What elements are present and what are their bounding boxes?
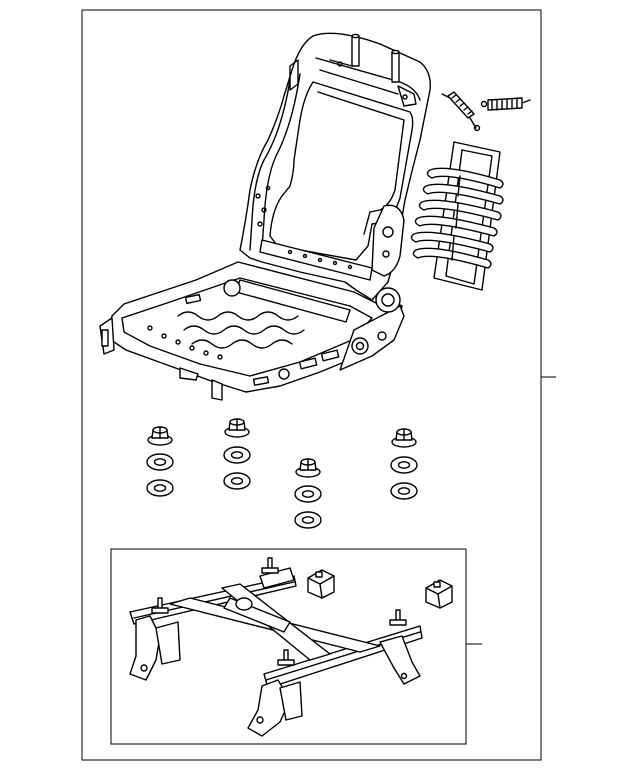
track-box-border bbox=[110, 548, 467, 745]
headrest-post-right bbox=[391, 51, 400, 83]
nut bbox=[224, 418, 250, 438]
seat-side-slots bbox=[184, 293, 340, 386]
seatback-opening bbox=[269, 81, 414, 261]
track-bracket-rear-right bbox=[379, 635, 421, 685]
recliner-spring bbox=[441, 91, 481, 132]
washer bbox=[390, 456, 418, 474]
washer bbox=[223, 446, 251, 464]
track-bracket-front-left bbox=[129, 615, 161, 681]
track-bracket-rear-left bbox=[259, 567, 295, 589]
hardware-group bbox=[146, 418, 418, 529]
left-plate-holes bbox=[255, 185, 271, 227]
seatback-top-bar bbox=[315, 57, 421, 101]
seat-pan-holes bbox=[147, 325, 223, 360]
seatback-inner-line bbox=[317, 91, 405, 235]
outer-border bbox=[81, 9, 542, 761]
seatback-cross-tube bbox=[259, 239, 373, 281]
seat-mount-foot-1 bbox=[179, 367, 199, 381]
tension-spring bbox=[480, 97, 531, 111]
headrest-post-left bbox=[351, 35, 360, 67]
washer bbox=[294, 485, 322, 503]
nut bbox=[295, 458, 321, 478]
nut bbox=[391, 428, 417, 448]
track-studs bbox=[151, 557, 407, 666]
washer bbox=[146, 453, 174, 471]
seat-springs bbox=[177, 311, 305, 349]
right-recliner-plate bbox=[371, 204, 405, 277]
seat-track-assembly bbox=[129, 557, 423, 737]
washer bbox=[223, 472, 251, 490]
track-cover-left bbox=[307, 569, 335, 599]
washer bbox=[294, 511, 322, 529]
seat-frame bbox=[99, 32, 431, 401]
seat-right-housing bbox=[339, 305, 405, 371]
nut bbox=[147, 426, 173, 446]
cross-tube-holes bbox=[287, 249, 353, 270]
track-cover-right bbox=[425, 579, 453, 609]
washer bbox=[146, 479, 174, 497]
seat-mount-foot-2 bbox=[211, 379, 223, 401]
seatback-left-rail bbox=[249, 73, 301, 251]
side-bracket-slot bbox=[289, 59, 299, 91]
lumbar-support bbox=[410, 141, 504, 291]
washer bbox=[390, 482, 418, 500]
